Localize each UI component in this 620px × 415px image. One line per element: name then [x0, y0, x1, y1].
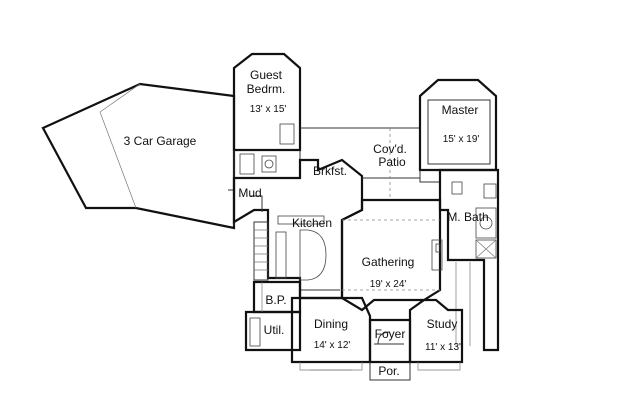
service-walls: [244, 280, 302, 352]
master-bath-label: M. Bath: [447, 210, 488, 224]
master-label: Master: [442, 103, 479, 117]
dining-dims: 14' x 12': [314, 340, 351, 351]
study-walls: [408, 298, 464, 371]
study-label: Study: [427, 317, 458, 331]
gathering-walls: [340, 198, 443, 312]
garage-walls: [41, 82, 236, 230]
master-bath-walls: [438, 168, 500, 352]
patio-label-2: Patio: [378, 155, 406, 169]
foyer-label: Foyer: [375, 327, 406, 341]
butler-pantry-label: B.P.: [265, 293, 286, 307]
stairs: [253, 221, 269, 281]
brkfst-label: Brkfst.: [313, 164, 347, 178]
utility-label: Util.: [264, 323, 285, 337]
mud-label: Mud: [238, 186, 261, 200]
study-dims: 11' x 13': [425, 342, 461, 353]
master-dims: 15' x 19': [443, 134, 480, 145]
patio-label-1: Cov'd.: [373, 142, 407, 156]
garage-label: 3 Car Garage: [124, 134, 197, 148]
gathering-label: Gathering: [362, 255, 415, 269]
guest-bedroom-label-1: Guest: [250, 68, 283, 82]
porch-outline: [369, 362, 411, 381]
master-walls: [418, 78, 498, 183]
gathering-dims: 19' x 24': [370, 279, 407, 290]
kitchen-label: Kitchen: [292, 216, 332, 230]
porch-label: Por.: [378, 364, 399, 378]
guest-bedroom-dims: 13' x 15': [250, 104, 287, 115]
dining-label: Dining: [314, 317, 348, 331]
guest-bedroom-label-2: Bedrm.: [247, 82, 286, 96]
